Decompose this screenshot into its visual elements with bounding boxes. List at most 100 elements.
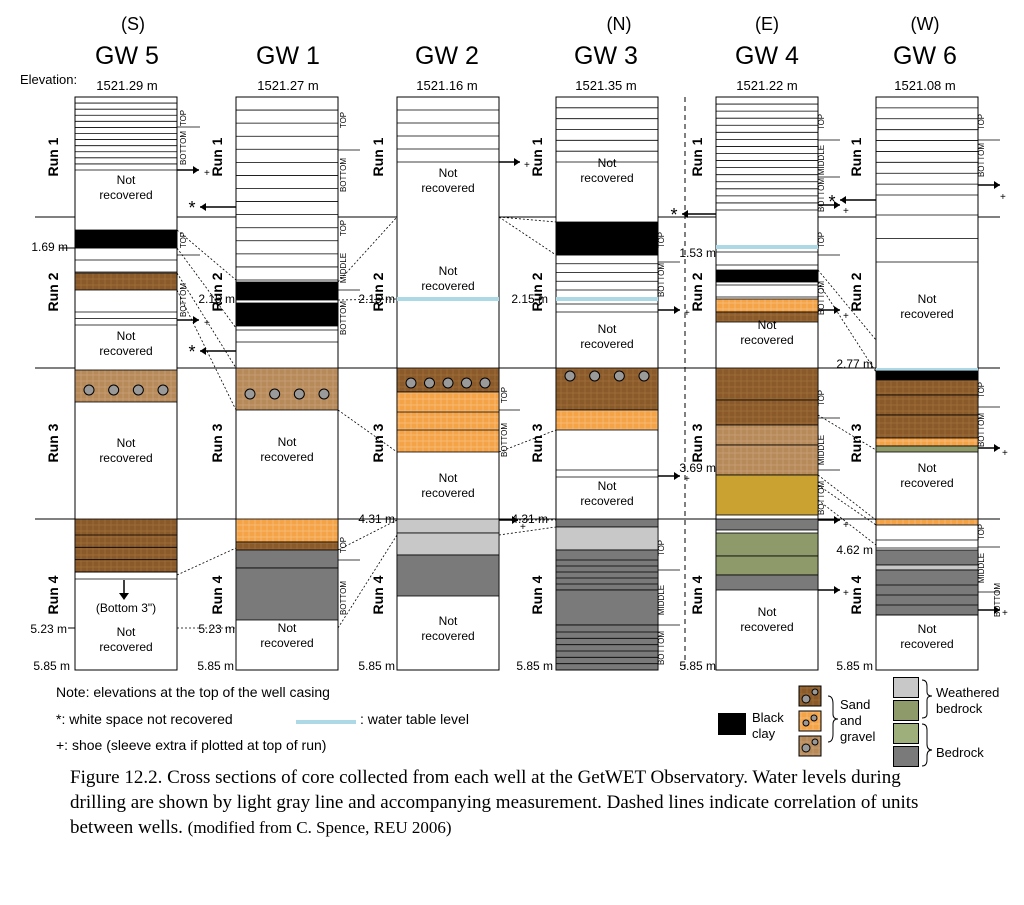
gravel-clast	[479, 377, 491, 389]
gw6-direction: (W)	[910, 14, 940, 34]
run-label: Run 4	[45, 575, 61, 614]
not-recovered-label: Not	[439, 614, 458, 628]
run-label: Run 4	[209, 575, 225, 614]
shoe-plus: +	[843, 588, 849, 599]
segment-label: TOP	[339, 537, 348, 553]
gw3-title: GW 3	[574, 42, 638, 70]
sand-gravel	[875, 437, 979, 447]
shoe-plus: +	[204, 168, 210, 179]
sand-gravel-swatches	[798, 685, 822, 757]
weathered-bedrock	[396, 532, 500, 556]
correlation-line	[176, 272, 237, 369]
segment-label: TOP	[657, 232, 666, 248]
correlation-line	[337, 216, 398, 283]
segment-label: TOP	[179, 110, 188, 126]
segment-label: TOP	[817, 114, 826, 130]
correlation-line	[817, 414, 877, 451]
gw4-direction: (E)	[755, 14, 779, 34]
black-clay	[235, 281, 339, 301]
sand-gravel	[715, 444, 819, 476]
arrow-head	[193, 166, 199, 174]
run-label: Run 1	[45, 137, 61, 176]
bedrock	[875, 549, 979, 566]
run-label: Run 3	[848, 423, 864, 462]
depth-mark: 5.85 m	[33, 659, 70, 673]
shoe-plus: +	[520, 522, 526, 533]
run-label: Run 2	[848, 272, 864, 311]
segment-label: BOTTOM	[179, 283, 188, 317]
bedrock	[235, 549, 339, 569]
gw5-title: GW 5	[95, 42, 159, 70]
water-table-line	[397, 297, 499, 301]
gravel-clast	[157, 384, 169, 396]
sand-gravel	[235, 518, 339, 543]
star-marker: *	[670, 205, 677, 225]
bedrock	[235, 567, 339, 621]
sand-gravel	[715, 367, 819, 401]
segment-label: BOTTOM	[657, 631, 666, 665]
arrow-head	[200, 203, 206, 211]
shoe-plus: +	[204, 318, 210, 329]
arrow-head	[994, 444, 1000, 452]
not-recovered-label: Not	[117, 625, 136, 639]
run-label: Run 3	[209, 423, 225, 462]
run-label: Run 1	[848, 137, 864, 176]
black-clay	[235, 302, 339, 327]
run-label: Run 4	[529, 575, 545, 614]
run-label: Run 3	[45, 423, 61, 462]
segment-label: BOTTOM	[817, 178, 826, 212]
segment-label: BOTTOM	[977, 143, 986, 177]
sand-gravel	[715, 311, 819, 323]
segment-label: TOP	[500, 387, 509, 403]
water-table-line	[876, 368, 978, 372]
sand-gravel	[396, 391, 500, 453]
sand-gravel	[235, 367, 339, 411]
segment-label: BOTTOM	[339, 301, 348, 335]
not-recovered-label: recovered	[99, 451, 152, 465]
not-recovered-label: recovered	[740, 620, 793, 634]
run-label: Run 3	[689, 423, 705, 462]
gw6-elevation: 1521.08 m	[894, 78, 956, 93]
gw1-title: GW 1	[256, 42, 320, 70]
segment-label: BOTTOM	[657, 263, 666, 297]
segment-label: MIDDLE	[339, 253, 348, 283]
shoe-plus: +	[684, 474, 690, 485]
shoe-plus: +	[1002, 608, 1008, 619]
correlation-line	[176, 229, 237, 281]
segment-label: BOTTOM	[817, 281, 826, 315]
correlation-line	[176, 547, 237, 576]
gravel-clast	[638, 370, 650, 382]
bedrock	[396, 554, 500, 597]
weathered-bedrock	[396, 518, 500, 534]
arrow-head	[834, 201, 840, 209]
depth-mark: 3.69 m	[679, 461, 716, 475]
black-clay-swatch	[718, 713, 746, 735]
arrow-head	[994, 181, 1000, 189]
bottom-note: (Bottom 3")	[96, 601, 156, 615]
correlation-line	[817, 499, 877, 546]
gravel-clast	[564, 370, 576, 382]
not-recovered-label: recovered	[99, 188, 152, 202]
not-recovered-label: recovered	[900, 476, 953, 490]
bedrock	[555, 518, 659, 528]
gravel-clast	[244, 388, 256, 400]
depth-mark: 1.69 m	[31, 240, 68, 254]
not-recovered-label: recovered	[99, 640, 152, 654]
arrow-head	[512, 516, 518, 524]
not-recovered-label: Not	[117, 173, 136, 187]
not-recovered-label: recovered	[580, 337, 633, 351]
run-label: Run 4	[370, 575, 386, 614]
correlation-line	[337, 409, 398, 453]
segment-label: TOP	[977, 382, 986, 398]
gravel-clast	[589, 370, 601, 382]
not-recovered-label: Not	[918, 622, 937, 636]
water-line-legend	[296, 720, 356, 724]
segment-label: TOP	[977, 114, 986, 130]
shoe-plus: +	[843, 311, 849, 322]
shoe-plus: +	[1000, 192, 1006, 203]
bedrock	[555, 589, 659, 626]
gravel-clast	[269, 388, 281, 400]
run-label: Run 4	[848, 575, 864, 614]
gravel-clast	[461, 377, 472, 389]
